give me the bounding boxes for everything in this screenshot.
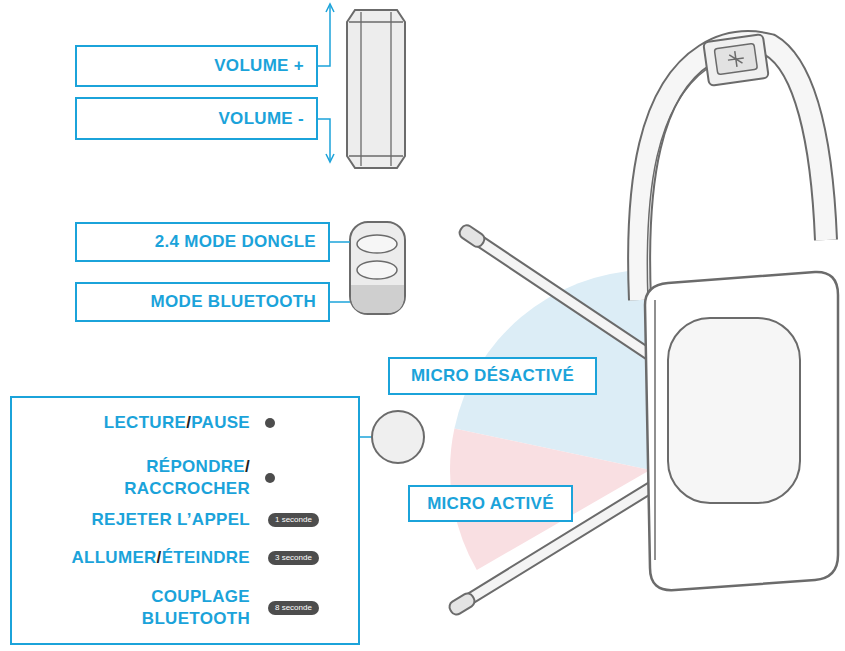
mic-boom-up: [478, 240, 650, 355]
duration-pill: 1 seconde: [268, 513, 319, 527]
mic-tip: [457, 223, 486, 249]
label-part: VOLUME +: [214, 56, 304, 75]
control-label: REJETER L’APPEL: [92, 509, 250, 531]
label-box: MICRO ACTIVÉ: [408, 485, 573, 522]
label-part: 1 seconde: [275, 515, 312, 524]
control-label: 8 seconde: [275, 602, 312, 614]
mic-boom-up-fill: [478, 240, 650, 355]
slider-block: [703, 34, 769, 86]
label-box: MICRO DÉSACTIVÉ: [388, 357, 597, 395]
short-press-dot: [265, 473, 275, 483]
mode-switch: [350, 222, 405, 314]
control-label: MICRO ACTIVÉ: [427, 493, 554, 515]
logo-plate: [714, 43, 757, 74]
multifunction-button: [372, 411, 424, 463]
duration-pill: 3 seconde: [268, 551, 319, 565]
headband-seam: [647, 68, 708, 300]
leader-line: [318, 6, 330, 66]
volume-rocker-lines: [349, 12, 403, 166]
short-press-dot: [265, 418, 275, 428]
label-part: RÉPONDRE: [146, 457, 245, 476]
switch-position: [357, 235, 397, 253]
control-label: 1 seconde: [275, 514, 312, 526]
control-label: 3 seconde: [275, 552, 312, 564]
legend-panel: LECTURE/PAUSERÉPONDRE/ RACCROCHERREJETER…: [10, 396, 360, 645]
label-part: /: [157, 548, 162, 567]
logo-mark: [727, 50, 745, 68]
leader-line: [330, 241, 350, 243]
arrow-up: [326, 4, 334, 12]
label-box: VOLUME -: [75, 97, 318, 140]
ear-cup: [645, 272, 838, 590]
control-label: ALLUMER/ÉTEINDRE: [71, 547, 250, 569]
label-part: 8 seconde: [275, 603, 312, 612]
label-part: ALLUMER: [71, 548, 156, 567]
duration-pill: 8 seconde: [268, 601, 319, 615]
label-part: 2.4 MODE DONGLE: [155, 232, 316, 251]
headband-slider: [703, 34, 769, 86]
mic-tip: [447, 591, 476, 617]
label-part: MODE BLUETOOTH: [151, 292, 316, 311]
label-box: VOLUME +: [75, 45, 318, 87]
label-part: MICRO ACTIVÉ: [427, 494, 554, 513]
control-label: LECTURE/PAUSE: [104, 412, 250, 434]
ear-cushion: [668, 318, 800, 503]
label-part: 3 seconde: [275, 553, 312, 562]
control-label: VOLUME -: [218, 108, 304, 130]
label-box: MODE BLUETOOTH: [75, 282, 330, 322]
leader-line: [318, 119, 330, 160]
label-part: VOLUME -: [218, 109, 304, 128]
label-part: /: [186, 413, 191, 432]
label-part: COUPLAGE BLUETOOTH: [142, 587, 250, 628]
volume-rocker: [347, 10, 405, 168]
label-part: MICRO DÉSACTIVÉ: [411, 366, 574, 385]
label-part: /: [245, 457, 250, 476]
arrow-down: [326, 154, 334, 162]
control-label: MODE BLUETOOTH: [151, 291, 316, 313]
switch-position: [357, 261, 397, 279]
control-label: RÉPONDRE/ RACCROCHER: [110, 456, 250, 500]
mode-switch-base: [351, 285, 404, 313]
cup-edge: [654, 300, 656, 560]
control-label: VOLUME +: [214, 55, 304, 77]
leader-line: [330, 301, 350, 303]
leader-line: [360, 436, 372, 438]
control-label: MICRO DÉSACTIVÉ: [411, 365, 574, 387]
label-part: ÉTEINDRE: [162, 548, 250, 567]
label-box: 2.4 MODE DONGLE: [75, 222, 330, 262]
control-label: 2.4 MODE DONGLE: [155, 231, 316, 253]
label-part: PAUSE: [191, 413, 250, 432]
label-part: RACCROCHER: [124, 479, 250, 498]
label-part: REJETER L’APPEL: [92, 510, 250, 529]
control-label: COUPLAGE BLUETOOTH: [110, 586, 250, 630]
label-part: LECTURE: [104, 413, 186, 432]
